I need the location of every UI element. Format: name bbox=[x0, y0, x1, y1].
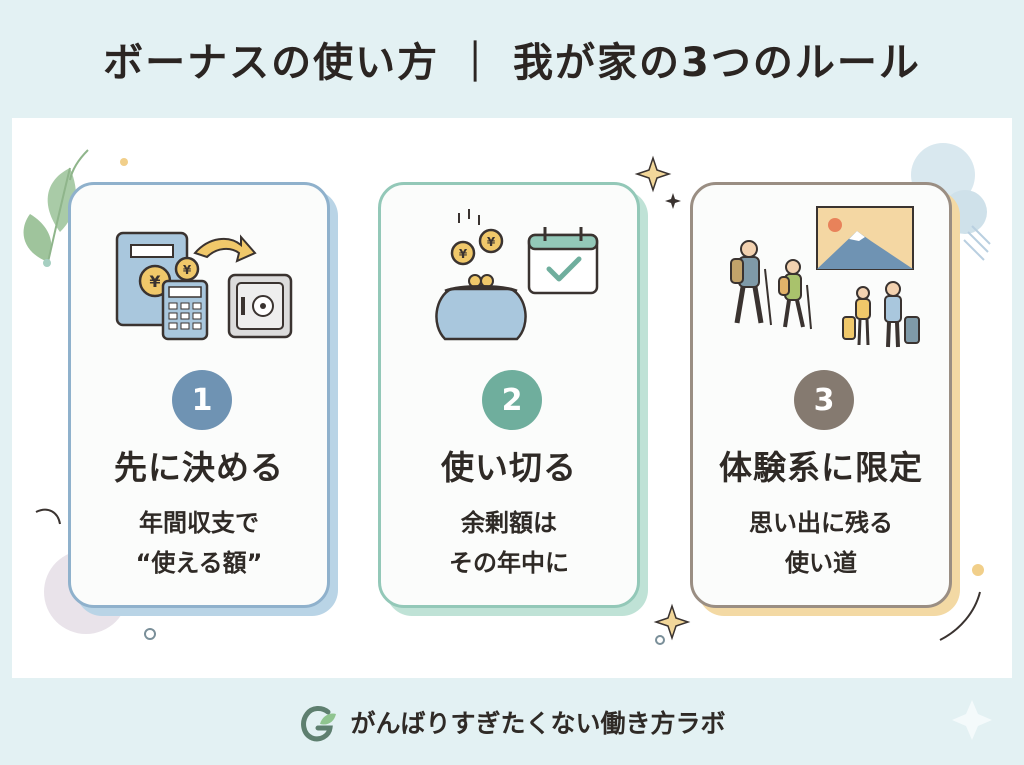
svg-text:¥: ¥ bbox=[183, 263, 192, 277]
page-title: ボーナスの使い方 ｜ 我が家の3つのルール bbox=[103, 40, 921, 86]
svg-text:¥: ¥ bbox=[487, 235, 496, 249]
card-description: 年間収支で “使える額” bbox=[71, 503, 327, 583]
brand-name: がんばりすぎたくない働き方ラボ bbox=[350, 708, 726, 738]
card-description-line: “使える額” bbox=[135, 549, 263, 577]
budget-illustration: ¥ ¥ bbox=[115, 231, 293, 341]
rule-card-2: ¥ ¥ 2 使い切る 余剰額は その年中に bbox=[378, 182, 640, 608]
safe-icon bbox=[227, 273, 293, 339]
footer: がんばりすぎたくない働き方ラボ bbox=[0, 678, 1024, 765]
card-description-line: 余剰額は bbox=[461, 509, 557, 537]
yen-coin-icon: ¥ ¥ bbox=[450, 209, 504, 266]
step-number-badge: 3 bbox=[794, 370, 854, 430]
dot-icon bbox=[120, 158, 128, 166]
hiker-icon bbox=[730, 240, 812, 330]
svg-text:¥: ¥ bbox=[149, 272, 160, 291]
sparkle-icon bbox=[653, 603, 691, 641]
leaf-g-logo-icon bbox=[301, 705, 337, 741]
leaf-icon bbox=[23, 149, 89, 263]
step-number-badge: 1 bbox=[172, 370, 232, 430]
traveler-family-icon bbox=[842, 281, 920, 348]
card-title: 先に決める bbox=[114, 448, 284, 487]
rule-card-1: ¥ ¥ 1 先に決める 年間収支で “使える額” bbox=[68, 182, 330, 608]
dot-icon bbox=[43, 259, 51, 267]
arrow-icon bbox=[193, 234, 257, 263]
card-description-line: 使い道 bbox=[785, 549, 857, 577]
step-number-badge: 2 bbox=[482, 370, 542, 430]
spend-illustration: ¥ ¥ bbox=[435, 209, 599, 341]
sparkle-icon bbox=[634, 155, 681, 209]
calendar-check-icon bbox=[527, 227, 599, 295]
svg-text:¥: ¥ bbox=[459, 247, 468, 261]
coin-purse-icon bbox=[435, 274, 527, 341]
brand-lockup: がんばりすぎたくない働き方ラボ bbox=[298, 702, 726, 742]
card-description-line: 年間収支で bbox=[139, 509, 259, 537]
experience-illustration bbox=[730, 206, 920, 348]
yen-coin-icon: ¥ ¥ bbox=[138, 256, 200, 298]
calculator-icon bbox=[161, 279, 209, 341]
card-description: 余剰額は その年中に bbox=[381, 503, 637, 583]
card-description: 思い出に残る 使い道 bbox=[693, 503, 949, 583]
card-description-line: 思い出に残る bbox=[749, 509, 893, 537]
header: ボーナスの使い方 ｜ 我が家の3つのルール bbox=[0, 0, 1024, 118]
card-title: 使い切る bbox=[441, 448, 577, 487]
mountain-picture-icon bbox=[816, 206, 914, 270]
rule-card-3: 3 体験系に限定 思い出に残る 使い道 bbox=[690, 182, 952, 608]
card-title: 体験系に限定 bbox=[719, 448, 923, 487]
card-description-line: その年中に bbox=[449, 549, 569, 577]
